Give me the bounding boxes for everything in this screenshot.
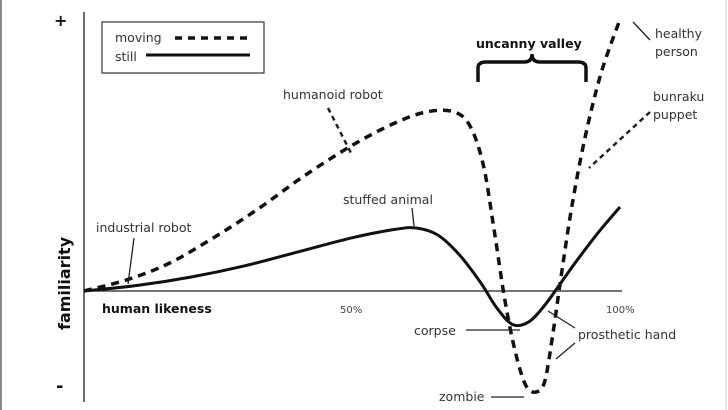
annotation-healthy-person-line2: person (655, 44, 698, 59)
leader-bunraku-puppet (588, 111, 651, 169)
leader-healthy-person (632, 21, 651, 41)
y-axis-label: familiarity (55, 236, 74, 330)
x-tick-100: 100% (606, 305, 635, 316)
uncanny-valley-brace (476, 53, 588, 82)
x-tick-50: 50% (340, 305, 362, 316)
annotation-bunraku-puppet-line1: bunraku (653, 89, 704, 104)
series-moving-line (83, 18, 622, 394)
annotation-uncanny-valley: uncanny valley (476, 36, 582, 51)
y-tick-plus: + (54, 11, 67, 30)
annotation-bunraku-puppet-line2: puppet (653, 107, 697, 122)
y-tick-minus: - (56, 376, 63, 397)
leader-humanoid-robot (326, 107, 354, 156)
annotation-healthy-person-line1: healthy (655, 26, 703, 41)
legend-moving-label: moving (115, 30, 162, 45)
x-axis-label: human likeness (102, 301, 212, 316)
annotation-prosthetic-hand: prosthetic hand (578, 327, 676, 342)
leader-industrial-robot (127, 237, 135, 285)
annotation-stuffed-animal: stuffed animal (343, 192, 433, 207)
annotation-industrial-robot: industrial robot (96, 220, 191, 235)
legend-still-label: still (115, 49, 137, 64)
leader-prosthetic-hand (547, 310, 576, 360)
legend: moving still (101, 21, 265, 74)
annotation-humanoid-robot: humanoid robot (283, 87, 383, 102)
leader-stuffed-animal (411, 207, 415, 227)
legend-box (101, 21, 265, 74)
annotation-corpse: corpse (414, 323, 456, 338)
annotation-zombie: zombie (439, 389, 485, 404)
